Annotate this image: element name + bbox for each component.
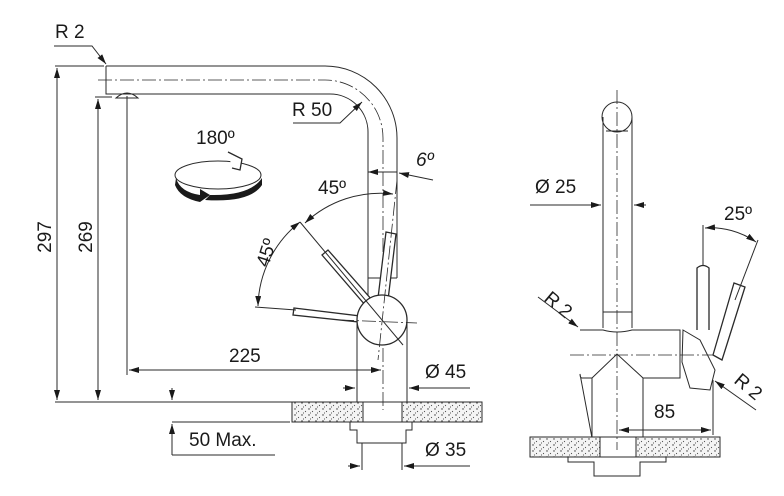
body-radius-right-label: R 2 [730,370,766,405]
r50-leader [293,101,363,124]
lever-offset-label: 85 [654,402,675,423]
countertop-left [291,401,364,423]
lever-back [292,307,361,323]
lever-angle-arc [704,224,757,243]
spout-centerline [98,79,384,410]
front-view: Ø 25 25º R 2 R 2 85 [529,90,766,477]
countertop-right [401,401,483,423]
spout-outline [106,65,398,278]
height-total-label: 297 [35,221,56,253]
mounting-nut [349,421,413,444]
side-view: R 2 R 50 180º 297 269 225 [35,22,483,470]
lever-angle-back-label: 45º [253,236,282,269]
countertop-left [529,436,601,458]
countertop-right [635,436,721,458]
body [579,329,681,439]
r2-leader [54,45,107,65]
lever-tilted [712,282,746,361]
lever-upright [696,264,710,330]
lever-angle-forward-label: 6º [416,150,435,171]
max-counter-thickness-label: 50 Max. [189,430,257,451]
angle-arc-mid [304,189,394,224]
spout-diameter-label: Ø 25 [535,177,576,198]
base-diameter-label: Ø 45 [425,362,466,383]
mounting-nut [567,456,667,477]
angle-arc-back [255,221,301,307]
height-outlet-label: 269 [76,221,97,253]
aerator [114,92,140,99]
lever-angle-mid-label: 45º [318,178,346,199]
bend-radius-label: R 50 [292,100,332,121]
rotation-label: 180º [196,128,235,149]
lever-front [377,231,397,301]
body-radius-left-label: R 2 [540,288,576,323]
rotation-arrow-icon [174,151,262,202]
spout-tip-radius-label: R 2 [55,22,85,43]
shank-diameter-label: Ø 35 [425,440,466,461]
lever-cartridge [681,329,716,391]
lever-angle-label: 25º [724,204,752,225]
reach-label: 225 [229,346,261,367]
